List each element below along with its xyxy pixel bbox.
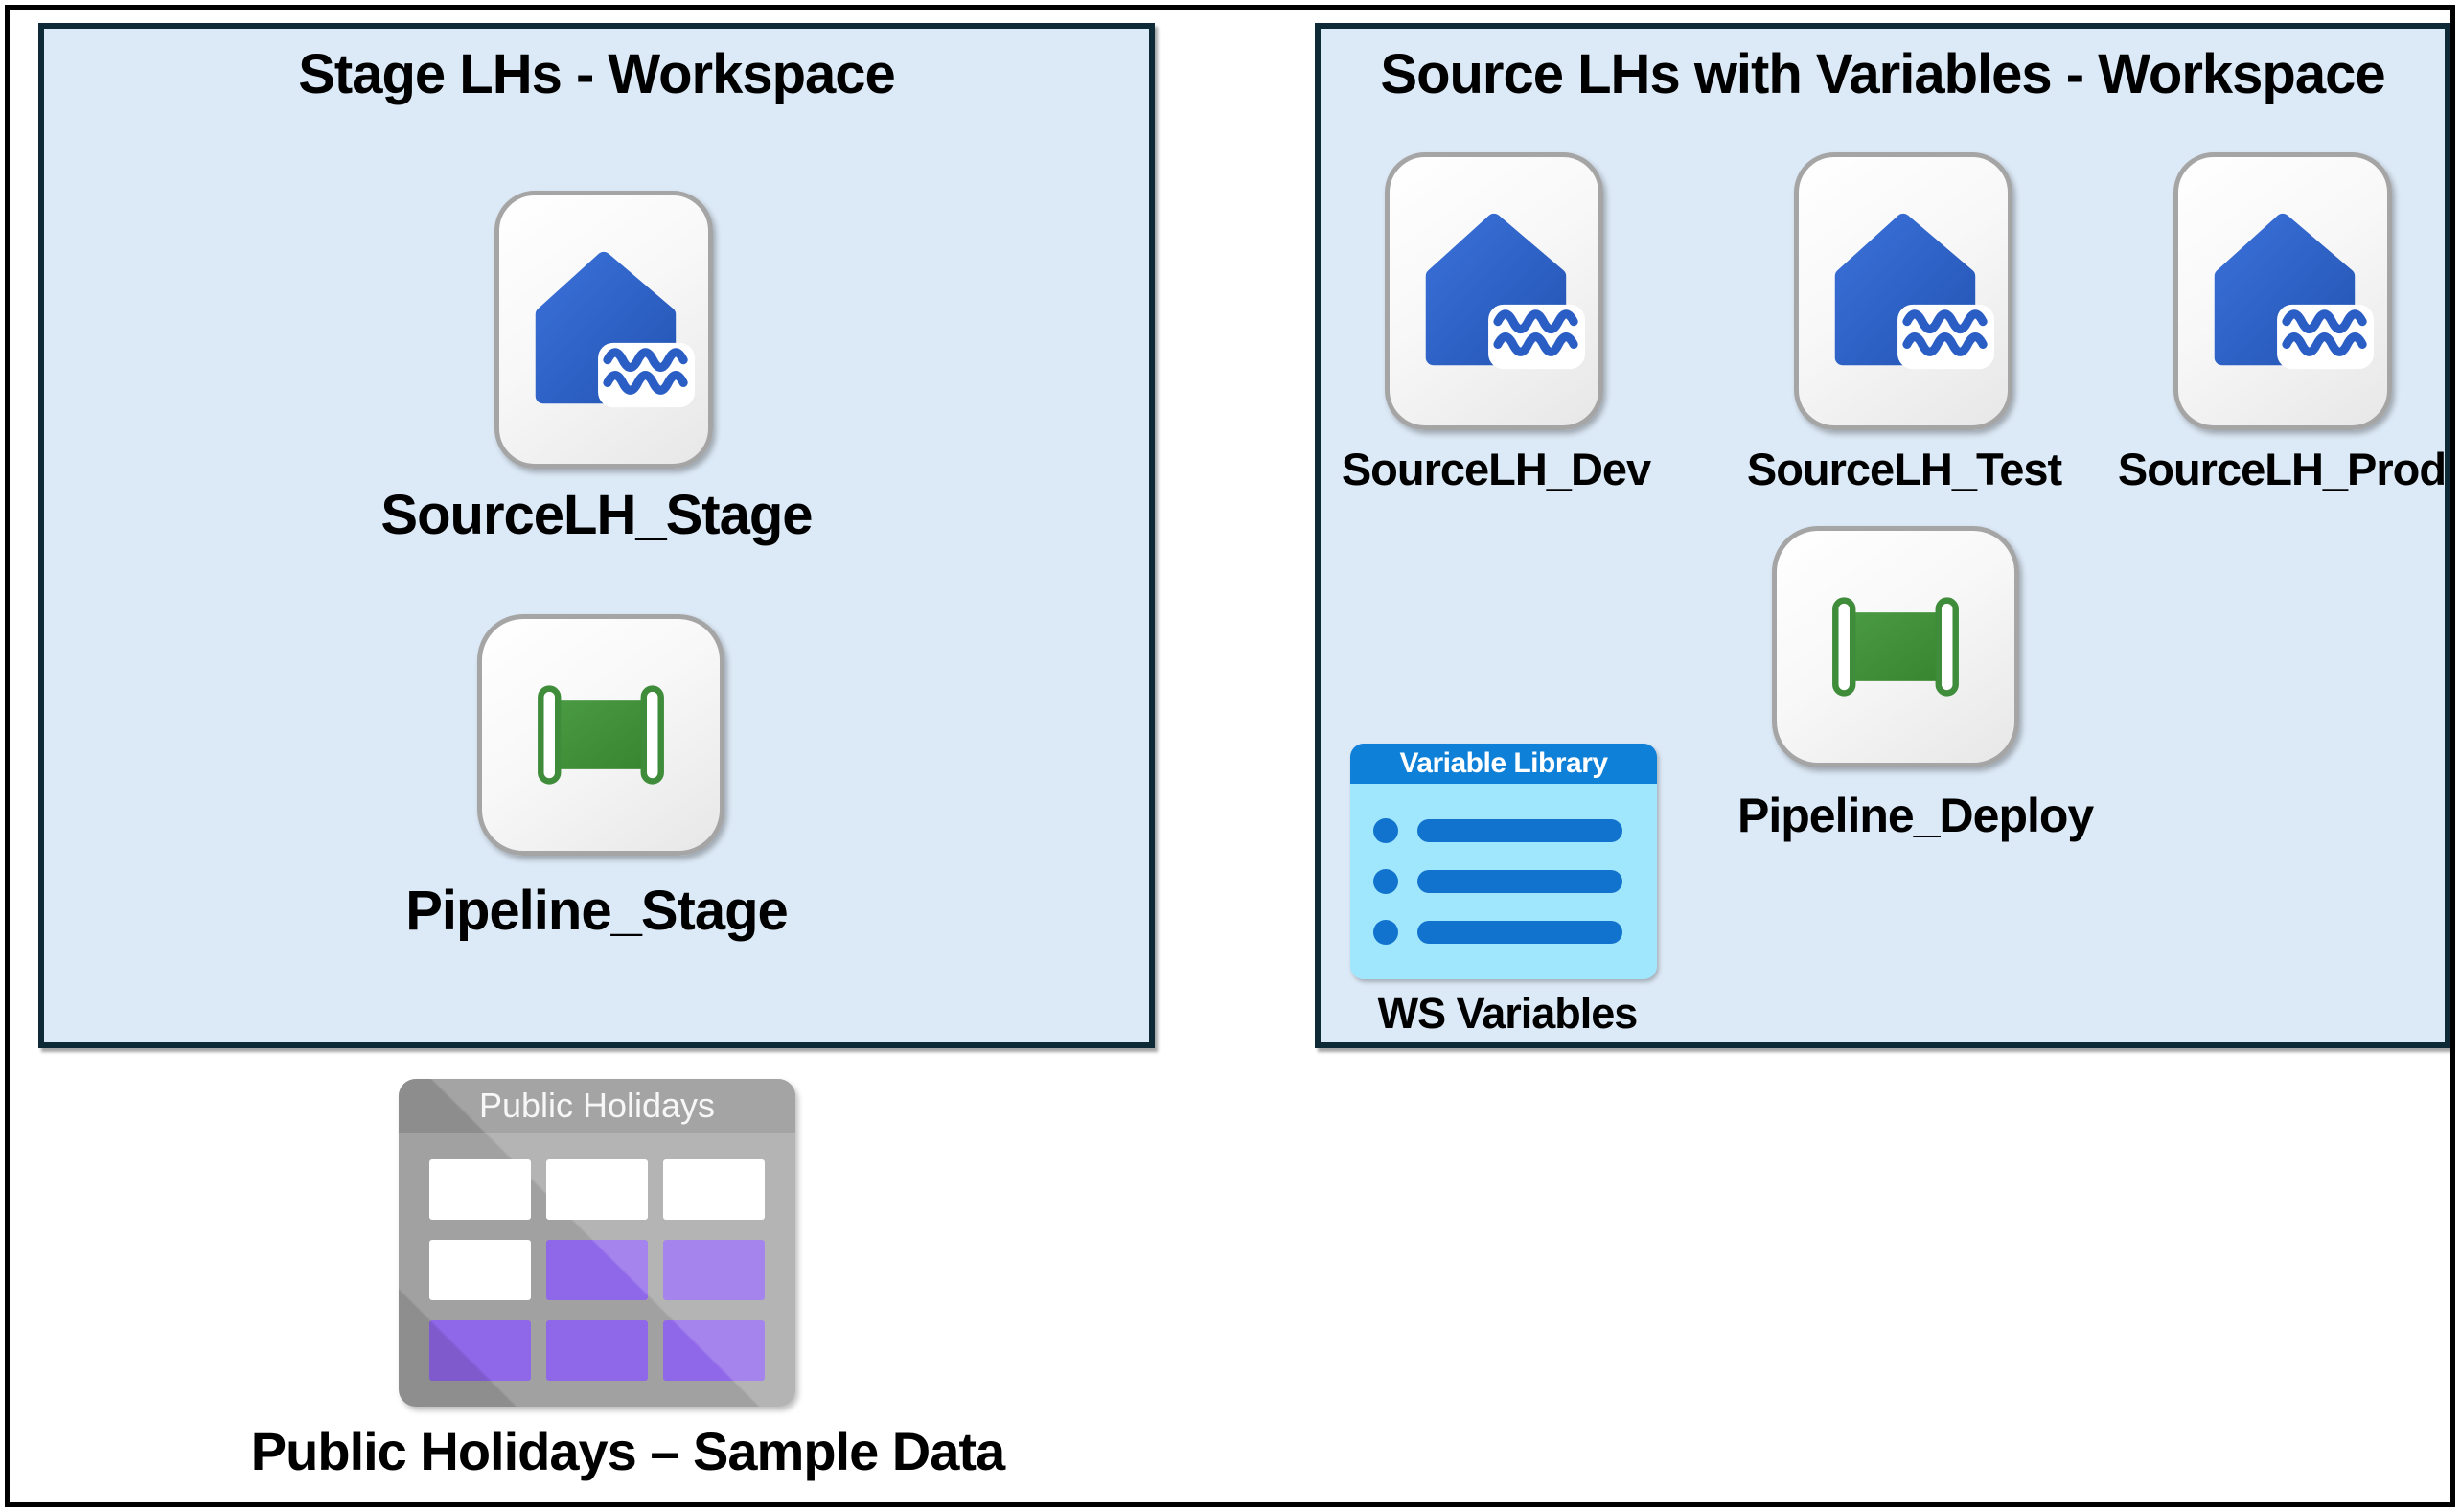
table-cell (663, 1240, 765, 1300)
pipeline-icon (1813, 564, 1978, 729)
variable-bar-icon (1417, 870, 1622, 893)
bullet-dot-icon (1373, 818, 1398, 843)
stage-workspace-box: Stage LHs - Workspace SourceLH_Stage Pip… (38, 23, 1155, 1048)
lakehouse-icon (2192, 200, 2374, 382)
pipeline-tile (1772, 526, 2019, 767)
pipeline-label: Pipeline_Deploy (1737, 789, 2094, 842)
lakehouse-label: SourceLH_Stage (380, 484, 813, 546)
pipeline-label: Pipeline_Stage (405, 880, 789, 942)
table-cell (546, 1159, 648, 1220)
variable-bar-icon (1417, 819, 1622, 842)
variable-library-icon-body (1350, 784, 1657, 979)
lakehouse-tile (2173, 152, 2392, 430)
lakehouse-icon (1812, 200, 1994, 382)
table-cell (429, 1159, 531, 1220)
table-cell (663, 1159, 765, 1220)
variable-row (1373, 920, 1636, 945)
source-workspace-title: Source LHs with Variables - Workspace (1380, 43, 2385, 105)
table-icon-grid (429, 1159, 765, 1381)
table-cell (429, 1240, 531, 1300)
lakehouse-tile (1794, 152, 2012, 430)
stage-workspace-title: Stage LHs - Workspace (298, 43, 896, 105)
table-cell (546, 1240, 648, 1300)
table-cell (429, 1320, 531, 1381)
lakehouse-tile (1385, 152, 1603, 430)
lakehouse-label: SourceLH_Prod (2117, 444, 2447, 494)
variable-row (1373, 818, 1636, 843)
variable-library-icon: Variable Library (1350, 744, 1657, 979)
lakehouse-tile (494, 191, 713, 469)
variable-row (1373, 869, 1636, 894)
variable-library-label: WS Variables (1377, 989, 1639, 1038)
source-workspace-box: Source LHs with Variables - Workspace So… (1315, 23, 2450, 1048)
variable-library-icon-title: Variable Library (1350, 744, 1657, 784)
lakehouse-label: SourceLH_Test (1746, 444, 2062, 494)
pipeline-icon (518, 653, 683, 817)
sample-data-label: Public Holidays – Sample Data (250, 1421, 1005, 1481)
table-cell (546, 1320, 648, 1381)
variable-bar-icon (1417, 921, 1622, 944)
lakehouse-icon (513, 239, 695, 421)
lakehouse-label: SourceLH_Dev (1341, 444, 1651, 494)
bullet-dot-icon (1373, 920, 1398, 945)
pipeline-tile (477, 614, 724, 856)
table-cell (663, 1320, 765, 1381)
bullet-dot-icon (1373, 869, 1398, 894)
table-icon-title: Public Holidays (399, 1079, 795, 1133)
lakehouse-icon (1403, 200, 1585, 382)
sample-data-table-icon: Public Holidays (399, 1079, 795, 1407)
